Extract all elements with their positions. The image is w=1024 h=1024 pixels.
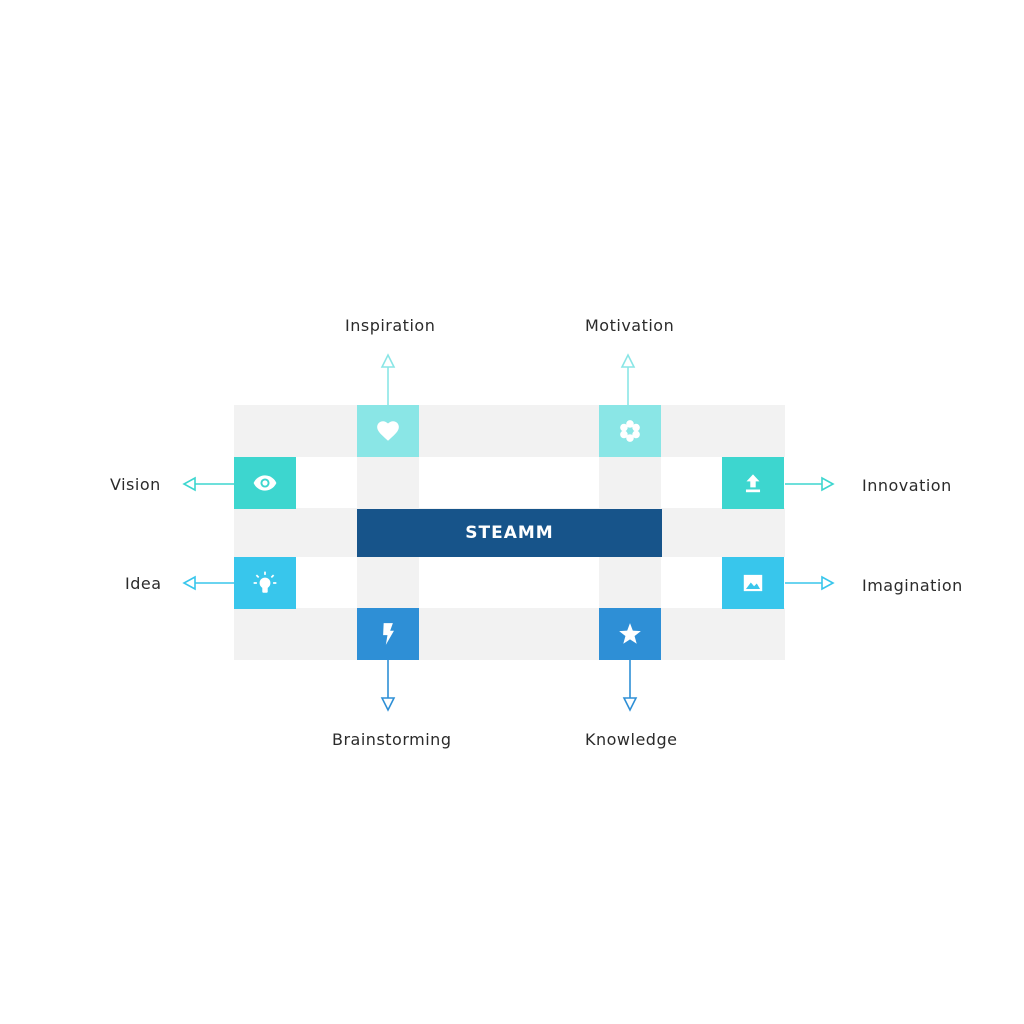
tile-vision <box>234 457 296 509</box>
tile-inspiration <box>357 405 419 457</box>
arrow-inspiration <box>380 353 396 405</box>
lightning-icon <box>383 623 394 645</box>
grid-column-right-upper <box>599 457 661 508</box>
label-knowledge: Knowledge <box>585 730 678 749</box>
flower-icon <box>620 420 640 442</box>
upload-icon <box>745 474 761 493</box>
center-steamm-box: STEAMM <box>357 509 662 557</box>
grid-band-lower <box>234 557 785 608</box>
label-imagination: Imagination <box>862 576 963 595</box>
tile-motivation <box>599 405 661 457</box>
arrow-motivation <box>620 353 636 405</box>
heart-icon <box>377 421 399 441</box>
arrow-idea <box>182 575 234 591</box>
arrow-brainstorming <box>380 660 396 712</box>
eye-icon <box>253 475 277 491</box>
tile-imagination <box>722 557 784 609</box>
arrow-knowledge <box>622 660 638 712</box>
tile-knowledge <box>599 608 661 660</box>
label-motivation: Motivation <box>585 316 675 335</box>
arrow-imagination <box>785 575 835 591</box>
image-icon <box>743 574 763 592</box>
grid-column-left-lower <box>357 557 419 608</box>
tile-innovation <box>722 457 784 509</box>
label-vision: Vision <box>110 475 161 494</box>
tile-idea <box>234 557 296 609</box>
grid-column-right-lower <box>599 557 661 608</box>
tile-brainstorming <box>357 608 419 660</box>
grid-column-left-upper <box>357 457 419 508</box>
grid-band-upper <box>234 457 785 508</box>
label-idea: Idea <box>125 574 162 593</box>
arrow-vision <box>182 476 234 492</box>
center-label: STEAMM <box>465 523 554 543</box>
label-brainstorming: Brainstorming <box>332 730 452 749</box>
label-innovation: Innovation <box>862 476 952 495</box>
lightbulb-icon <box>253 571 277 593</box>
star-icon <box>619 623 641 644</box>
arrow-innovation <box>785 476 835 492</box>
label-inspiration: Inspiration <box>345 316 436 335</box>
